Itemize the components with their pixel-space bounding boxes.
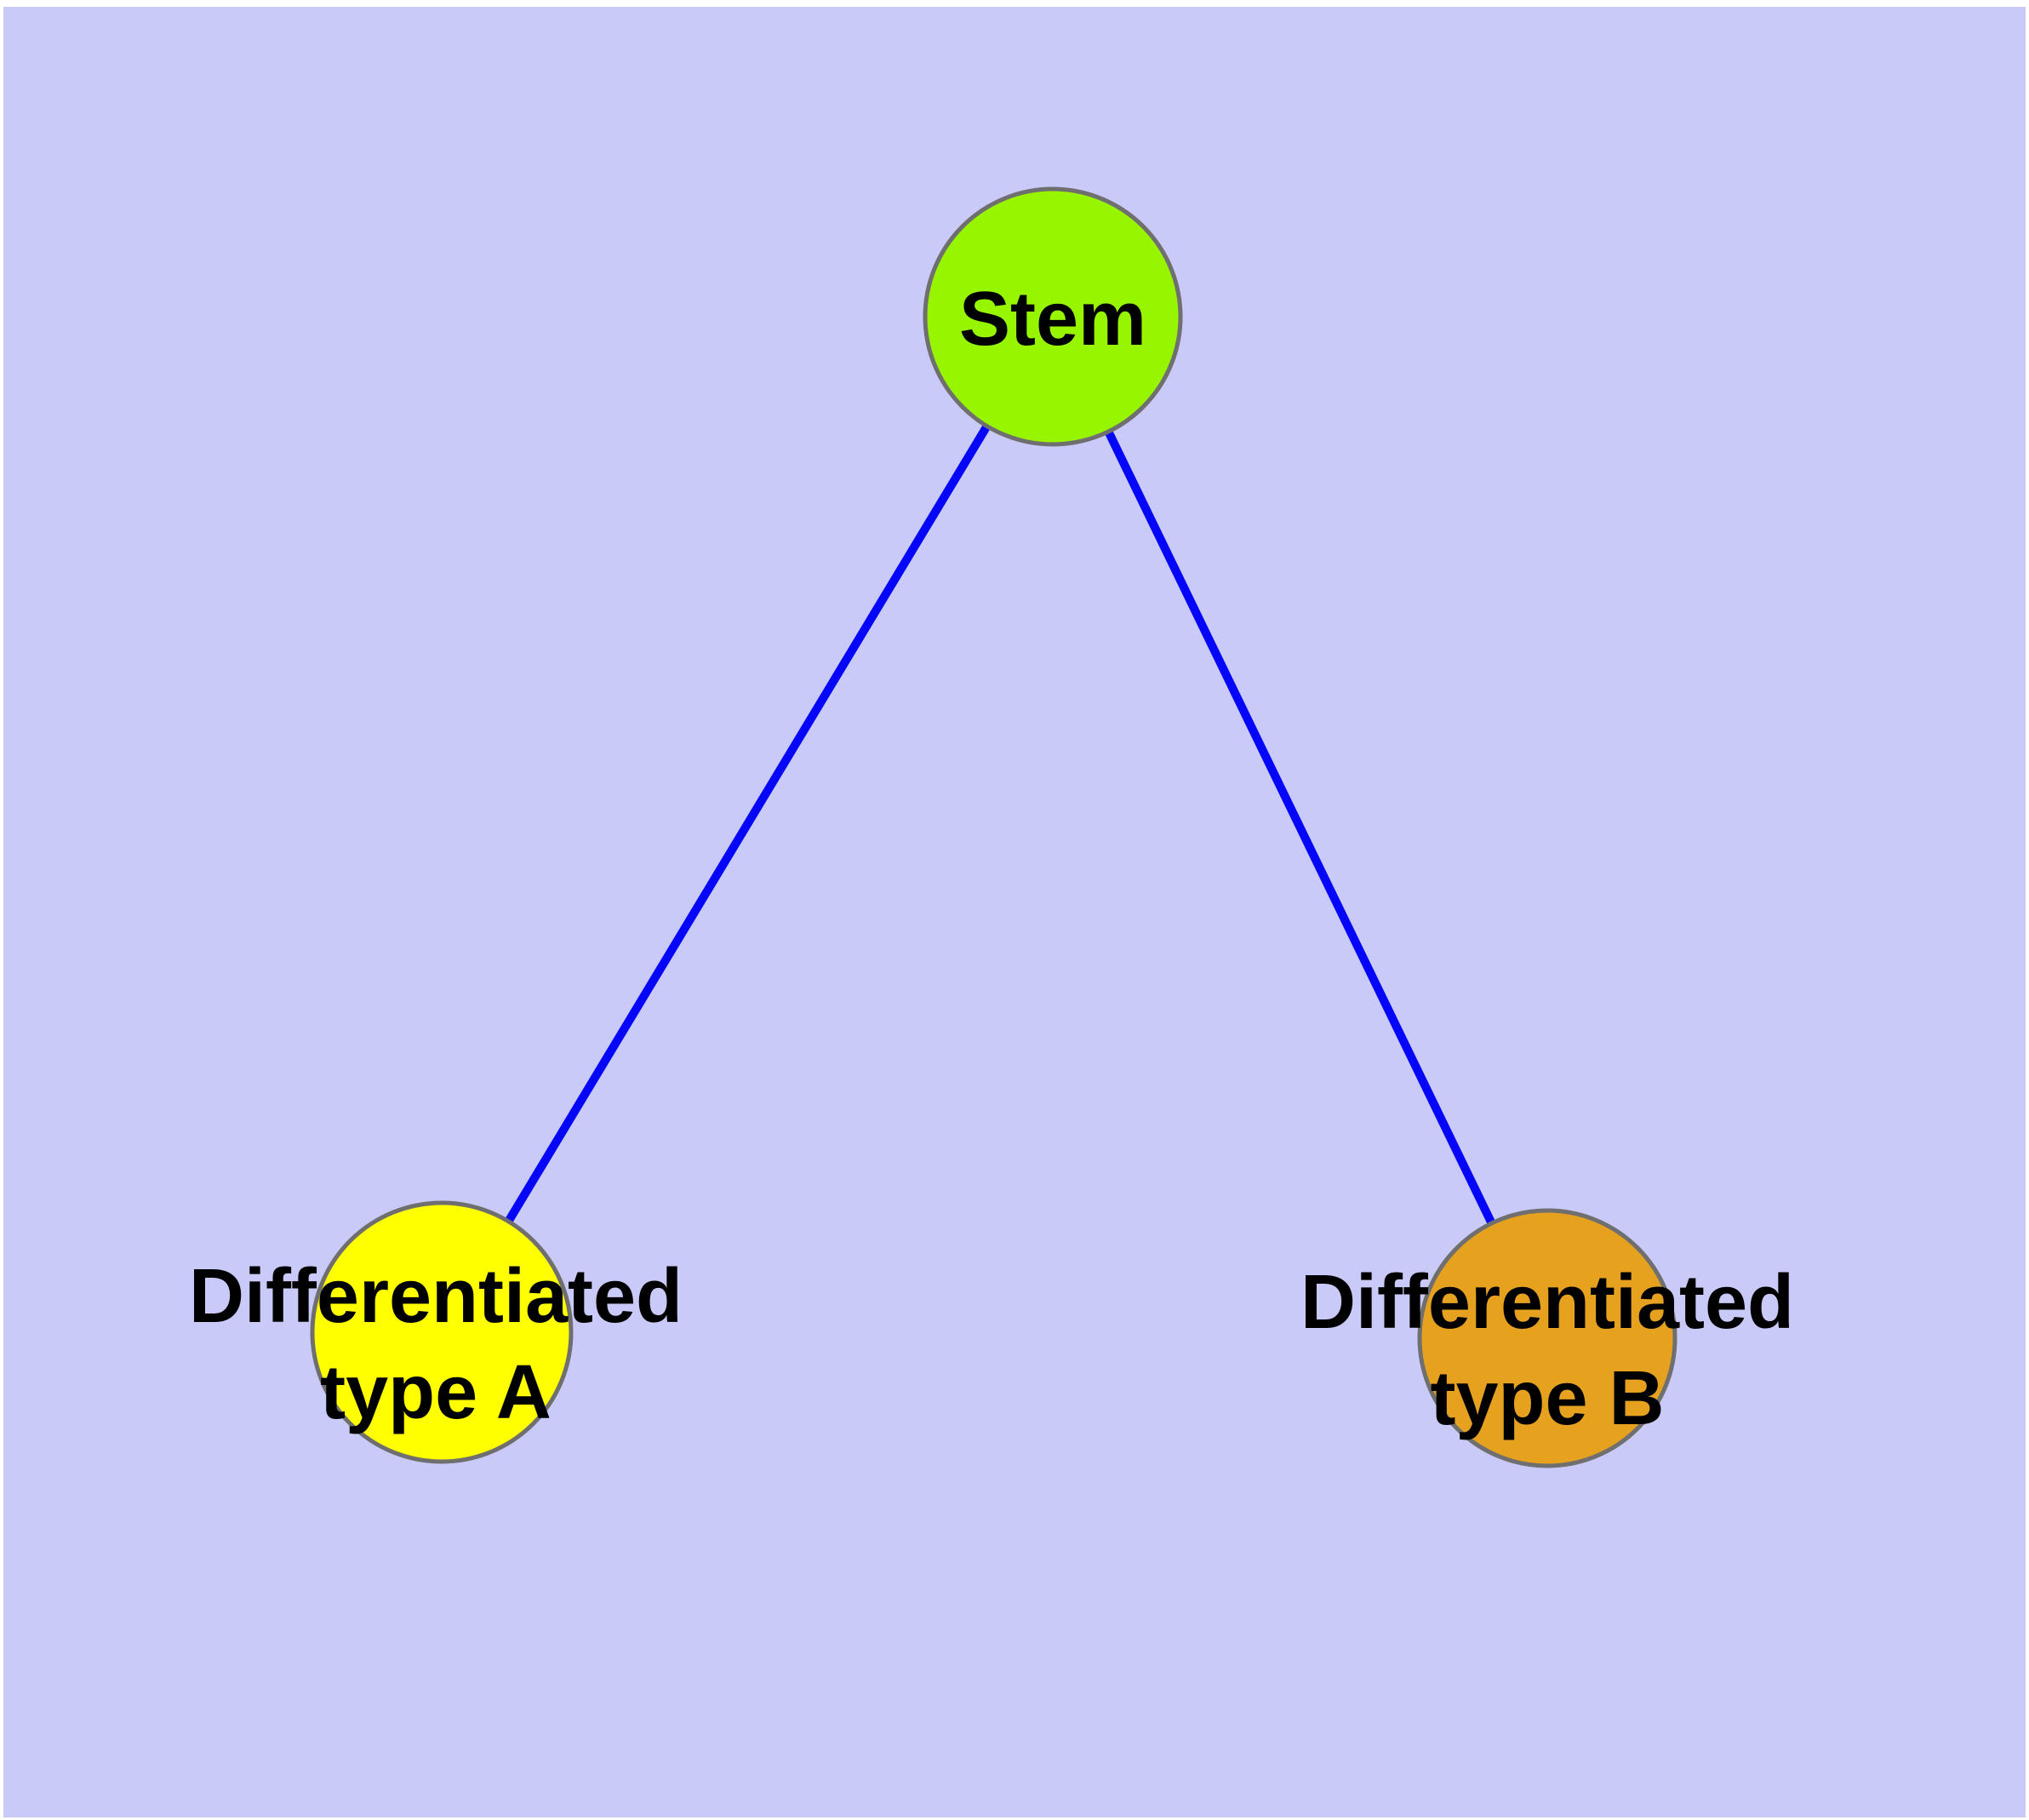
type-a-node-label-line1: Differentiated [189, 1254, 683, 1339]
type-a-node [310, 1200, 574, 1464]
stem-node [923, 186, 1183, 447]
stem-node-label: Stem [959, 277, 1146, 362]
type-a-node-label-line2: type A [320, 1350, 552, 1435]
edge-stem-to-type-b [1049, 314, 1552, 1341]
type-b-node-label-line2: type B [1430, 1356, 1664, 1441]
type-b-node-label-line1: Differentiated [1300, 1260, 1794, 1345]
type-b-node [1417, 1208, 1677, 1468]
edge-stem-to-type-a [437, 314, 1057, 1335]
